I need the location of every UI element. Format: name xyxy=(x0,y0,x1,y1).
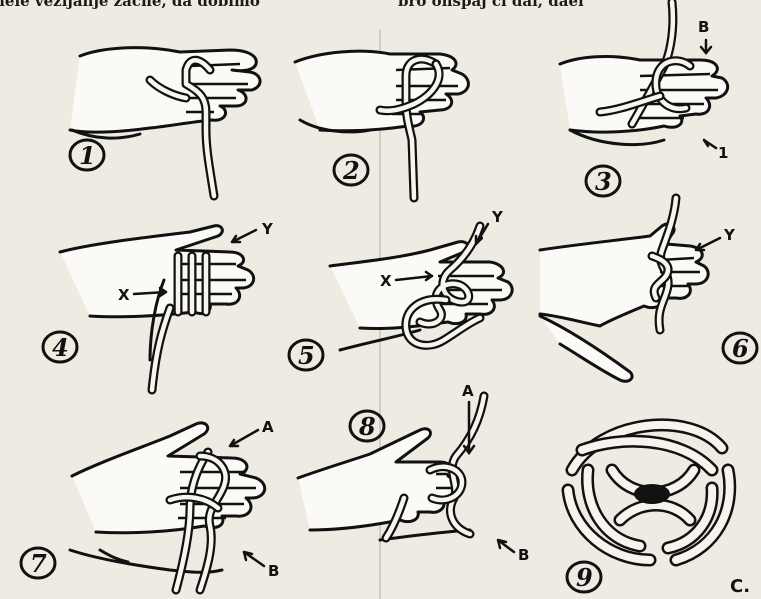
svg-text:B: B xyxy=(518,546,529,564)
svg-text:8: 8 xyxy=(358,412,376,441)
svg-text:1: 1 xyxy=(79,141,96,170)
svg-text:5: 5 xyxy=(298,341,315,370)
svg-text:A: A xyxy=(462,382,474,400)
step-1-number: 1 xyxy=(70,140,104,170)
svg-text:6: 6 xyxy=(732,334,749,363)
figure-letter: C. xyxy=(730,576,750,597)
step-2-number: 2 xyxy=(334,155,368,185)
step-1-illustration xyxy=(70,48,260,196)
svg-text:Y: Y xyxy=(723,226,736,244)
svg-text:7: 7 xyxy=(30,549,47,578)
svg-text:4: 4 xyxy=(52,333,69,362)
svg-text:3: 3 xyxy=(595,167,612,196)
svg-text:1: 1 xyxy=(718,144,728,162)
svg-text:Y: Y xyxy=(261,220,274,238)
svg-text:2: 2 xyxy=(342,156,360,185)
step-8-illustration xyxy=(298,396,484,540)
svg-text:B: B xyxy=(698,18,709,36)
step-6-labels: Y 6 xyxy=(696,226,757,363)
step-9-finished-knot xyxy=(568,425,730,560)
svg-text:9: 9 xyxy=(576,563,593,592)
step-4-illustration xyxy=(60,226,254,390)
svg-text:X: X xyxy=(118,286,130,304)
knot-center-hole xyxy=(634,484,670,504)
step-5-illustration xyxy=(330,226,512,350)
step-9-number: 9 xyxy=(567,562,601,592)
svg-text:B: B xyxy=(268,562,279,580)
step-7-illustration xyxy=(70,423,265,590)
step-2-illustration xyxy=(295,51,468,198)
svg-text:Y: Y xyxy=(491,208,504,226)
step-6-illustration xyxy=(540,198,708,381)
svg-text:X: X xyxy=(380,272,392,290)
svg-text:A: A xyxy=(262,418,274,436)
